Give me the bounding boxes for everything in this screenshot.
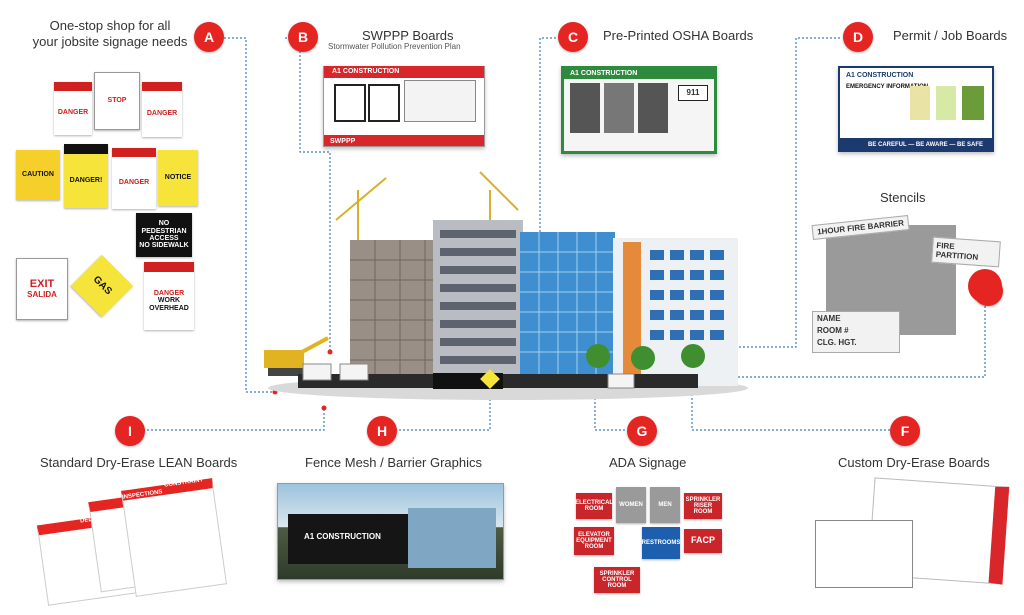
custom-board-front: [815, 520, 913, 588]
ada-facp: FACP: [684, 529, 722, 553]
fence-brand: A1 CONSTRUCTION: [304, 532, 381, 541]
permit-doc-3: [962, 86, 984, 120]
badge-f: F: [890, 416, 920, 446]
connector-h: [395, 392, 491, 431]
ada-sprinkler-riser: SPRINKLER RISER ROOM: [684, 493, 722, 519]
swppp-doc-3: [404, 80, 476, 122]
sign-stop: STOP: [94, 72, 140, 130]
stencils-panel: 1HOUR FIRE BARRIER FIRE PARTITION NAME R…: [810, 214, 1002, 355]
connector-dot-b: [327, 349, 333, 355]
ada-sprinkler-control: SPRINKLER CONTROL ROOM: [594, 567, 640, 593]
construction-site-illustration: [264, 171, 748, 400]
title-e: Stencils: [880, 190, 926, 205]
swppp-brand: A1 CONSTRUCTION: [332, 68, 400, 75]
paint-splatter-icon: [968, 269, 1002, 303]
sign-gas: GAS: [70, 254, 134, 318]
sign-notice: NOTICE: [158, 150, 198, 206]
title-i: Standard Dry-Erase LEAN Boards: [40, 455, 238, 470]
sign-danger-4: DANGER: [112, 148, 156, 209]
permit-heading: EMERGENCY INFORMATION: [846, 84, 929, 90]
signs-collage: DANGER STOP DANGER CAUTION DANGER! DANGE…: [14, 68, 202, 340]
permit-doc-1: [910, 86, 930, 120]
swppp-board: A1 CONSTRUCTION SWPPP: [323, 66, 485, 147]
stencil-word-2: FIRE PARTITION: [931, 236, 1001, 268]
sign-danger-2: DANGER: [142, 82, 182, 137]
sign-danger-3: DANGER!: [64, 144, 108, 208]
osha-poster-2: [604, 83, 634, 133]
badge-a: A: [194, 22, 224, 52]
subtitle-b: Stormwater Pollution Prevention Plan: [328, 42, 461, 51]
fence-mesh-photo: A1 CONSTRUCTION: [277, 483, 504, 580]
fence-mesh-rendering: [408, 508, 496, 568]
osha-brand: A1 CONSTRUCTION: [570, 70, 638, 77]
osha-emergency-box: 911: [678, 85, 708, 101]
sign-danger-5-text: DANGER: [153, 289, 185, 297]
badge-d: D: [843, 22, 873, 52]
badge-b: B: [288, 22, 318, 52]
permit-footer: [840, 138, 992, 150]
osha-poster-3: [638, 83, 668, 133]
permit-brand: A1 CONSTRUCTION: [846, 72, 914, 79]
custom-dry-erase-boards: [815, 477, 1010, 590]
badge-h: H: [367, 416, 397, 446]
badge-g: G: [627, 416, 657, 446]
osha-poster-1: [570, 83, 600, 133]
stencil-label-card: NAME ROOM # CLG. HGT.: [812, 311, 900, 353]
fence-mesh-banner: [288, 514, 408, 564]
sign-no-sidewalk-text: NO SIDEWALK: [139, 242, 189, 250]
osha-board-header: [564, 69, 714, 79]
badge-c: C: [558, 22, 588, 52]
osha-board: A1 CONSTRUCTION 911: [561, 66, 717, 154]
permit-board: A1 CONSTRUCTION EMERGENCY INFORMATION BE…: [838, 66, 994, 152]
stencil-label-room: ROOM #: [817, 326, 849, 335]
stencil-label-clg: CLG. HGT.: [817, 338, 857, 347]
title-g: ADA Signage: [609, 455, 687, 470]
title-f: Custom Dry-Erase Boards: [838, 455, 990, 470]
swppp-footer: [324, 135, 484, 146]
title-a-line1: One-stop shop for all: [49, 18, 171, 33]
ada-men: MEN: [650, 487, 680, 523]
swppp-board-header: [324, 66, 484, 78]
connector-c: [539, 37, 556, 355]
title-b: SWPPP Boards: [362, 28, 454, 43]
permit-footer-text: BE CAREFUL — BE AWARE — BE SAFE: [868, 142, 984, 148]
connector-g: [594, 392, 625, 431]
sign-salida-text: SALIDA: [27, 289, 57, 299]
connector-dot-i: [321, 405, 327, 411]
connector-f: [691, 392, 890, 431]
sign-exit-text: EXIT: [29, 278, 55, 291]
title-c: Pre-Printed OSHA Boards: [603, 28, 754, 43]
ada-women: WOMEN: [616, 487, 646, 523]
sign-work-overhead-text: WORK OVERHEAD: [149, 297, 189, 312]
swppp-doc-1: [334, 84, 366, 122]
ada-signage-group: ELECTRICAL ROOM WOMEN MEN SPRINKLER RISE…: [570, 485, 730, 600]
title-d: Permit / Job Boards: [893, 28, 1008, 43]
connector-d: [708, 37, 840, 348]
badge-i: I: [115, 416, 145, 446]
ada-elevator-equipment: ELEVATOR EQUIPMENT ROOM: [574, 527, 614, 555]
ada-electrical-room: ELECTRICAL ROOM: [575, 493, 613, 519]
sign-danger-1: DANGER: [54, 82, 92, 135]
connector-i: [143, 408, 325, 431]
lean-boards: CONSTRAINT INSPECTIONS DELIVERIES: [36, 477, 227, 606]
title-h: Fence Mesh / Barrier Graphics: [305, 455, 483, 470]
stencil-label-name: NAME: [817, 314, 841, 323]
swppp-label: SWPPP: [330, 138, 356, 145]
title-a-line2: your jobsite signage needs: [32, 34, 188, 49]
ada-restrooms: RESTROOMS: [642, 527, 680, 559]
sign-no-pedestrian-text: NO PEDESTRIAN ACCESS: [141, 220, 187, 242]
sign-caution: CAUTION: [16, 150, 60, 200]
permit-doc-2: [936, 86, 956, 120]
swppp-doc-2: [368, 84, 400, 122]
